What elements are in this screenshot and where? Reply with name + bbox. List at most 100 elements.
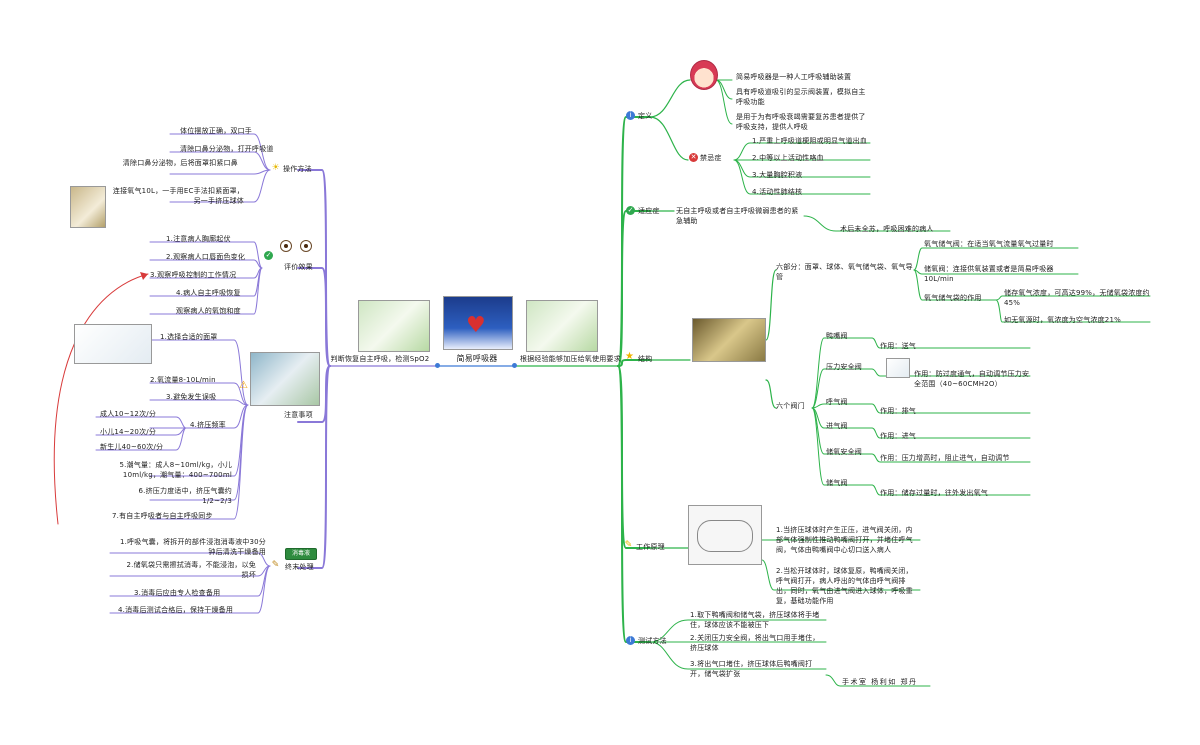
valve-name-1[interactable]: 鸭嘴阀 <box>826 332 848 340</box>
pencil-icon: ✎ <box>624 540 633 550</box>
valve-name-4[interactable]: 进气阀 <box>826 422 848 430</box>
valve-effect-1[interactable]: 作用：送气 <box>880 342 916 350</box>
definition-item-1[interactable]: 简易呼吸器是一种人工呼吸辅助装置 <box>736 73 852 81</box>
attention-image[interactable] <box>250 352 320 406</box>
operation-image[interactable] <box>70 186 106 228</box>
definition-topic[interactable]: 定义 <box>638 112 653 120</box>
evaluation-topic[interactable]: 评价效果 <box>284 263 313 271</box>
cl-leaf-4 <box>109 565 271 614</box>
valve-name-5[interactable]: 储氧安全阀 <box>826 448 862 456</box>
attention-item-5[interactable]: 5.潮气量：成人8~10ml/kg，小儿10ml/kg，潮气量：400~700m… <box>119 461 232 479</box>
valve-name-2[interactable]: 压力安全阀 <box>826 363 862 371</box>
center-main-thumbnail[interactable]: ♥ <box>443 296 513 350</box>
rate-child[interactable]: 小儿14~20次/分 <box>100 428 157 436</box>
structure-parts-label[interactable]: 六部分：面罩、球体、氧气储气袋、氧气导管 <box>776 263 913 281</box>
indication-item-2[interactable]: 术后未全苏，呼吸困难的病人 <box>840 225 934 233</box>
valve-leaf-6 <box>811 407 873 486</box>
structure-part-1[interactable]: 氧气储气阀：在适当氧气流量氧气过量时 <box>924 240 1054 248</box>
principle-diagram-image[interactable] <box>688 505 762 565</box>
bag-effect-1[interactable]: 储存氧气浓度，可高达99%，无储氧袋浓度约45% <box>1004 289 1150 307</box>
testing-item-2[interactable]: 2.关闭压力安全阀，将出气口用手堵住，挤压球体 <box>690 634 820 652</box>
attention-item-3[interactable]: 3.避免发生误吸 <box>166 393 217 401</box>
rate-leaf-3 <box>95 427 187 451</box>
principle-item-1[interactable]: 1.当挤压球体时产生正压，进气阀关闭，内部气体强制性推动鸭嘴阀打开，并堵住呼气阀… <box>776 526 913 554</box>
indication-topic[interactable]: 适应症 <box>638 207 660 215</box>
valve-leaf-2 <box>811 368 873 409</box>
evaluation-item-3[interactable]: 3.观察呼吸控制的工作情况 <box>150 271 237 279</box>
cleaning-topic[interactable]: 终末处理 <box>285 563 314 571</box>
principle-topic[interactable]: 工作原理 <box>636 543 665 551</box>
rate-adult[interactable]: 成人10~12次/分 <box>100 410 157 418</box>
valve-effect-3[interactable]: 作用：排气 <box>880 407 916 415</box>
operation-item-3[interactable]: 清除口鼻分泌物，后将面罩扣紧口鼻 <box>122 159 238 167</box>
bag-effect-2[interactable]: 如无氧源时，氧浓度为空气浓度21% <box>1004 316 1121 324</box>
disinfectant-badge: 消毒液 <box>285 548 317 560</box>
rate-newborn[interactable]: 新生儿40~60次/分 <box>100 443 164 451</box>
structure-part-2[interactable]: 储氧阀：连接供氧装置或者是简易呼吸器 10L/min <box>924 265 1054 283</box>
op-leaf-3 <box>169 169 271 175</box>
center-right-thumbnail[interactable] <box>526 300 598 352</box>
principle-item-2[interactable]: 2.当松开球体时，球体复原，鸭嘴阀关闭，呼气阀打开，病人呼出的气体由呼气阀排出，… <box>776 567 913 605</box>
attention-item-6[interactable]: 6.挤压力度适中，挤压气囊约1/2~2/3 <box>138 487 232 505</box>
signature[interactable]: 手术室 杨利如 郑丹 <box>842 678 918 686</box>
attention-item-4[interactable]: 4.挤压频率 <box>190 421 226 429</box>
evaluation-item-2[interactable]: 2.观察病人口唇面色变化 <box>166 253 246 261</box>
ev-leaf-5 <box>149 267 263 315</box>
structure-photo[interactable] <box>692 318 766 362</box>
operation-item-1[interactable]: 体位摆放正确，双口手 <box>180 127 252 135</box>
valve-effect-4[interactable]: 作用：进气 <box>880 432 916 440</box>
cleaning-item-1[interactable]: 1.呼吸气囊，将拆开的部件浸泡消毒液中30分钟后清洗干燥备用 <box>120 538 266 556</box>
testing-item-1[interactable]: 1.取下鸭嘴阀和储气袋，挤压球体将手堵住，球体应该不能被压下 <box>690 611 820 629</box>
central-topic[interactable]: 简易呼吸器 <box>456 354 498 363</box>
center-left-label[interactable]: 判断恢复自主呼吸，检测SpO2 <box>330 355 430 363</box>
valve-effect-2[interactable]: 作用：防过度通气，自动调节压力安全范围（40~60CMH2O） <box>914 370 1030 388</box>
evaluation-item-4[interactable]: 4.病人自主呼吸恢复 <box>176 289 241 297</box>
attention-item-2[interactable]: 2.氧流量8-10L/min <box>150 376 216 384</box>
attention-item-7[interactable]: 7.有自主呼吸者与自主呼吸同步 <box>112 512 213 520</box>
contraindication-item-2[interactable]: 2.中等以上活动性咯血 <box>752 154 824 162</box>
part-leaf-2 <box>913 269 1079 275</box>
definition-item-3[interactable]: 是用于为有呼吸衰竭需要复苏患者提供了呼吸支持，提供人呼吸 <box>736 113 866 131</box>
valve-effect-6[interactable]: 作用：储存过量时，往外发出氧气 <box>880 489 988 497</box>
contraindication-item-3[interactable]: 3.大量胸腔积液 <box>752 171 803 179</box>
cleaning-item-4[interactable]: 4.消毒后测试合格后，保持干燥备用 <box>118 606 234 614</box>
cleaning-item-2[interactable]: 2.储氧袋只需擦拭消毒，不能浸泡，以免损坏 <box>126 561 256 579</box>
cleaning-item-3[interactable]: 3.消毒后应由专人检查备用 <box>134 589 221 597</box>
valves-label[interactable]: 六个阀门 <box>776 402 805 410</box>
info-icon-2: i <box>626 636 635 645</box>
contraindication-topic[interactable]: 禁忌症 <box>700 154 722 162</box>
valve-effect-line-4 <box>871 427 1031 439</box>
operation-item-4[interactable]: 连接氧气10L，一手用EC手法扣紧面罩，另一手挤压球体 <box>112 187 244 205</box>
testing-item-3[interactable]: 3.将出气口堵住，挤压球体后鸭嘴阀打开，储气袋扩张 <box>690 660 813 678</box>
structure-topic[interactable]: 结构 <box>638 355 653 363</box>
structure-part-3[interactable]: 氧气储气袋的作用 <box>924 294 982 302</box>
bag-leaf-2 <box>995 299 1151 323</box>
valve-name-6[interactable]: 储气阀 <box>826 479 848 487</box>
mask-image[interactable] <box>74 324 152 364</box>
check-icon: ✓ <box>626 206 635 215</box>
heart-icon: ♥ <box>466 313 486 338</box>
struct-valves-branch <box>765 379 777 409</box>
evaluation-item-5[interactable]: 观察病人的氧饱和度 <box>176 307 241 315</box>
testing-topic[interactable]: 测试方法 <box>638 637 667 645</box>
center-left-thumbnail[interactable] <box>358 300 430 352</box>
evaluation-item-1[interactable]: 1.注意病人胸廓起伏 <box>166 235 231 243</box>
contraindication-item-1[interactable]: 1.严重上呼吸道梗阻或明显气道出血 <box>752 137 868 145</box>
nurse-avatar-icon <box>690 60 718 90</box>
definition-item-2[interactable]: 具有呼吸道吸引的显示阀装置，模拟自主呼吸功能 <box>736 88 866 106</box>
attention-topic[interactable]: 注意事项 <box>284 411 313 419</box>
pencil-icon-2: ✎ <box>271 560 280 570</box>
valve-name-3[interactable]: 呼气阀 <box>826 398 848 406</box>
left-hub-dot <box>435 363 440 368</box>
at-leaf-2 <box>149 382 249 406</box>
operation-topic[interactable]: 操作方法 <box>283 165 312 173</box>
center-right-label[interactable]: 根据经验能够加压给氧使用要求 <box>520 355 621 363</box>
def-branch-contra <box>649 116 689 161</box>
contraindication-item-4[interactable]: 4.活动性肺结核 <box>752 188 803 196</box>
operation-item-2[interactable]: 清除口鼻分泌物，打开呼吸道 <box>180 145 274 153</box>
valve-effect-5[interactable]: 作用：压力增高时，阻止进气，自动调节 <box>880 454 1010 462</box>
indication-item-1[interactable]: 无自主呼吸或者自主呼吸微弱患者的紧急辅助 <box>676 207 799 225</box>
valve-image[interactable] <box>886 358 910 378</box>
attention-item-1[interactable]: 1.选择合适的面罩 <box>160 333 218 341</box>
